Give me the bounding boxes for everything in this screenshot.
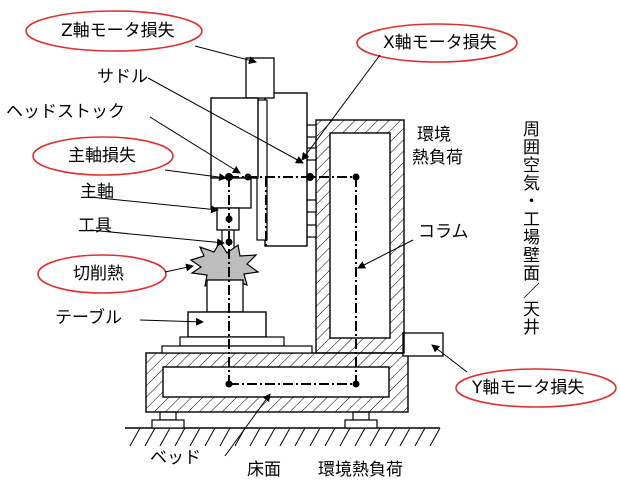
label-env-heat-floor: 環境熱負荷 [318,460,403,480]
label-floor: 床面 [247,460,281,480]
label-spindle-loss: 主軸損失 [68,146,136,166]
saddle [264,92,308,247]
bed [145,352,409,413]
label-table: テーブル [55,308,122,328]
label-env-heat-top-1: 環境 [417,125,451,145]
ellipse-cutting-heat [37,254,167,294]
column [315,119,405,354]
ellipse-x-motor [356,23,518,63]
ellipse-z-motor [25,10,203,52]
leader-saddle [147,77,304,164]
network-nodes [225,173,360,388]
label-tool: 工具 [78,216,112,236]
label-ambient-vertical: 周囲空気・工場壁面／天井 [519,120,539,336]
y-motor-box [402,332,444,357]
label-y-motor-loss: Y軸モータ損失 [472,378,585,398]
ground-hatch [129,427,441,447]
table [187,311,267,338]
leader-y-motor [431,344,468,373]
headstock-lower [210,177,252,209]
table-base [179,336,285,347]
leader-table [139,317,204,326]
workpiece [206,279,244,313]
label-z-motor-loss: Z軸モータ損失 [61,21,175,41]
leader-cutting-heat [164,263,194,273]
z-motor-box [245,57,275,99]
label-saddle: サドル [97,67,148,87]
leader-z-motor [194,45,257,65]
ground [125,427,441,447]
headstock [210,97,259,179]
label-bed: ベッド [150,448,201,468]
label-spindle: 主軸 [80,182,114,202]
leader-column [357,239,414,269]
table-slide [161,345,313,354]
leader-headstock [149,116,241,174]
leader-x-motor [301,54,381,161]
leader-spindle [89,196,219,214]
label-x-motor-loss: X軸モータ損失 [383,33,497,53]
label-headstock: ヘッドストック [6,102,125,122]
highlight-ellipses [25,10,617,408]
bed-feet [151,411,378,429]
label-cutting-heat: 切削熱 [73,264,124,284]
leader-tool [89,229,225,247]
ellipse-spindle-loss [32,136,174,176]
cutting-heat-burst [189,240,260,292]
leader-spindle-loss [164,169,227,182]
label-env-heat-top-2: 熱負荷 [412,148,463,168]
leader-bed [224,393,271,457]
leaders [89,45,468,457]
ellipse-y-motor [455,368,617,408]
label-column: コラム [418,222,469,242]
